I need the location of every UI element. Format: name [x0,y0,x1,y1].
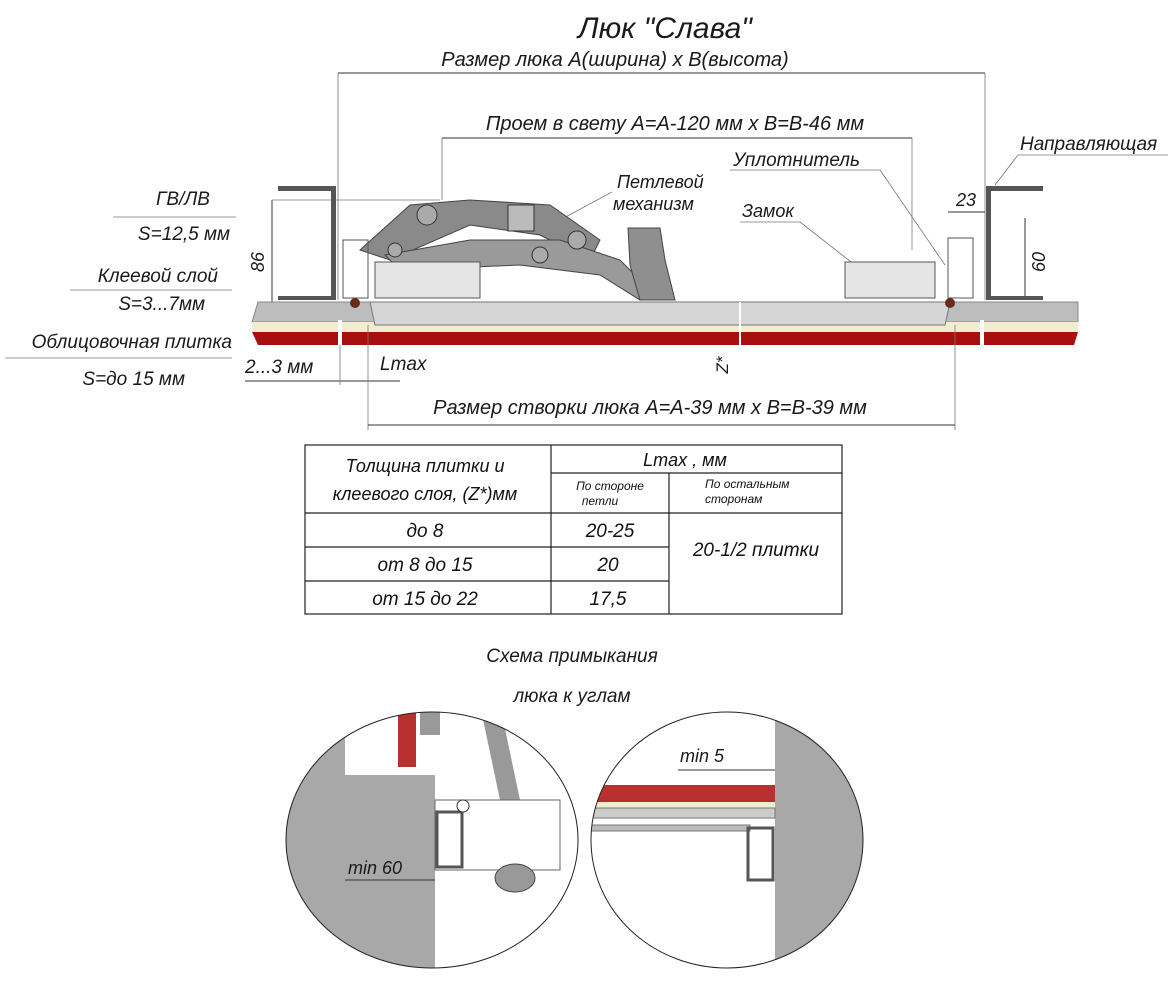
table-sub-other-2: сторонам [705,492,762,506]
left-guide-profile [278,186,336,300]
right-min-dim: min 5 [680,746,725,766]
tile-gap [338,320,342,346]
table-cell-hinge: 20 [596,555,619,576]
door-panel [369,301,951,326]
door-size-label: Размер створки люка A=A-39 мм x B=B-39 м… [433,397,867,419]
tile-label: Облицовочная плитка [32,332,232,353]
table-header-thickness-1: Толщина плитки и [346,456,505,476]
adhesive-label: Клеевой слой [98,266,219,287]
seal-label: Уплотнитель [732,150,860,171]
adhesive-thickness: S=3...7мм [118,294,205,315]
table-cell-hinge: 20-25 [585,521,635,542]
tile-gap [980,320,984,346]
left-circle-outline [285,711,579,969]
table-cell-other-sides: 20-1/2 плитки [692,540,820,561]
lock-label: Замок [742,201,795,221]
gypsum-label: ГВ/ЛВ [156,189,210,210]
right-guide-profile [986,186,1043,300]
table-cell-thickness: до 8 [407,521,444,542]
corner-scheme-title-1: Схема примыкания [486,646,658,667]
lmax-table [304,444,843,615]
lmax-dim: Lmax [380,354,428,375]
z-dim: Z* [713,355,732,374]
table-sub-other-1: По остальным [705,477,790,491]
seal-left [350,298,360,308]
table-cell-thickness: от 15 до 22 [372,589,478,610]
table-header-thickness-2: клеевого слоя, (Z*)мм [333,484,517,504]
corner-scheme-title-2: люка к углам [512,686,630,707]
left-height-dim: 86 [248,251,268,272]
table-cell-thickness: от 8 до 15 [378,555,473,576]
table-header-lmax: Lmax , мм [643,450,727,470]
guide-offset-dim: 23 [955,190,976,210]
hinge-mechanism [342,199,676,301]
table-cell-hinge: 17,5 [590,589,627,610]
table-sub-hinge-2: петли [582,494,619,508]
leader-line [799,221,856,266]
tile-thickness: S=до 15 мм [82,369,185,390]
hinge-label-1: Петлевой [617,172,704,192]
clear-opening-label: Проем в свету A=A-120 мм x B=B-46 мм [486,113,865,135]
guide-label: Направляющая [1020,134,1157,155]
seal-right [945,298,955,308]
leader-line [559,191,613,221]
leader-line [994,154,1019,186]
right-height-dim: 60 [1029,252,1049,272]
right-circle-outline [590,711,864,969]
table-sub-hinge-1: По стороне [576,479,644,493]
page-title: Люк "Слава" [576,12,753,45]
gap-dim: 2...3 мм [244,357,313,378]
leader-line [879,169,946,266]
tile-layer [252,332,1078,345]
hatch-size-label: Размер люка A(ширина) x B(высота) [441,49,788,71]
lock-mechanism [844,237,974,299]
left-corner-detail [286,712,578,968]
gypsum-thickness: S=12,5 мм [138,224,230,245]
left-min-dim: min 60 [348,858,402,878]
hinge-label-2: механизм [613,194,694,214]
